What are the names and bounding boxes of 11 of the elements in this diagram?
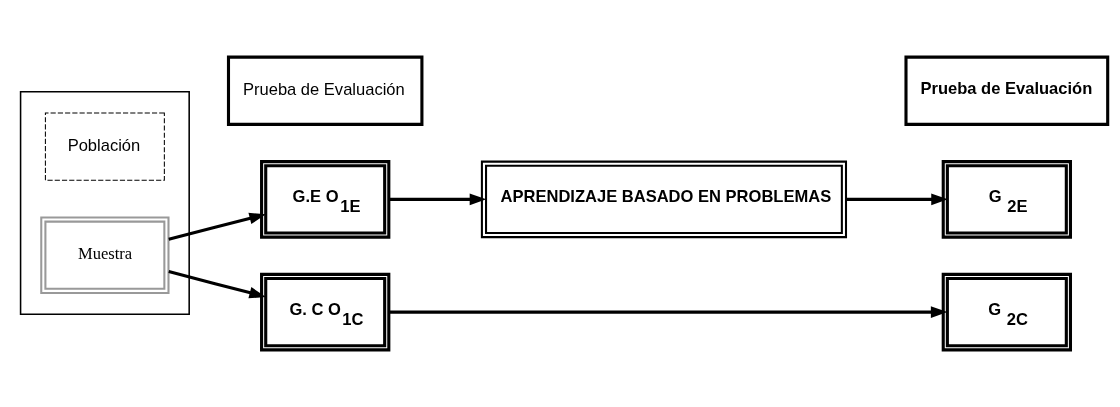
node-box: Población xyxy=(44,112,165,181)
node-box: APRENDIZAJE BASADO EN PROBLEMAS xyxy=(480,160,848,239)
cluster xyxy=(19,91,190,315)
node-box: Prueba de Evaluación xyxy=(226,55,424,126)
arrow xyxy=(846,193,948,206)
arrow xyxy=(389,193,487,206)
node-box: Muestra xyxy=(40,216,170,294)
arrow xyxy=(168,212,266,241)
node-box: Prueba de Evaluación xyxy=(904,55,1110,126)
arrow xyxy=(388,306,948,318)
arrow xyxy=(168,270,266,299)
